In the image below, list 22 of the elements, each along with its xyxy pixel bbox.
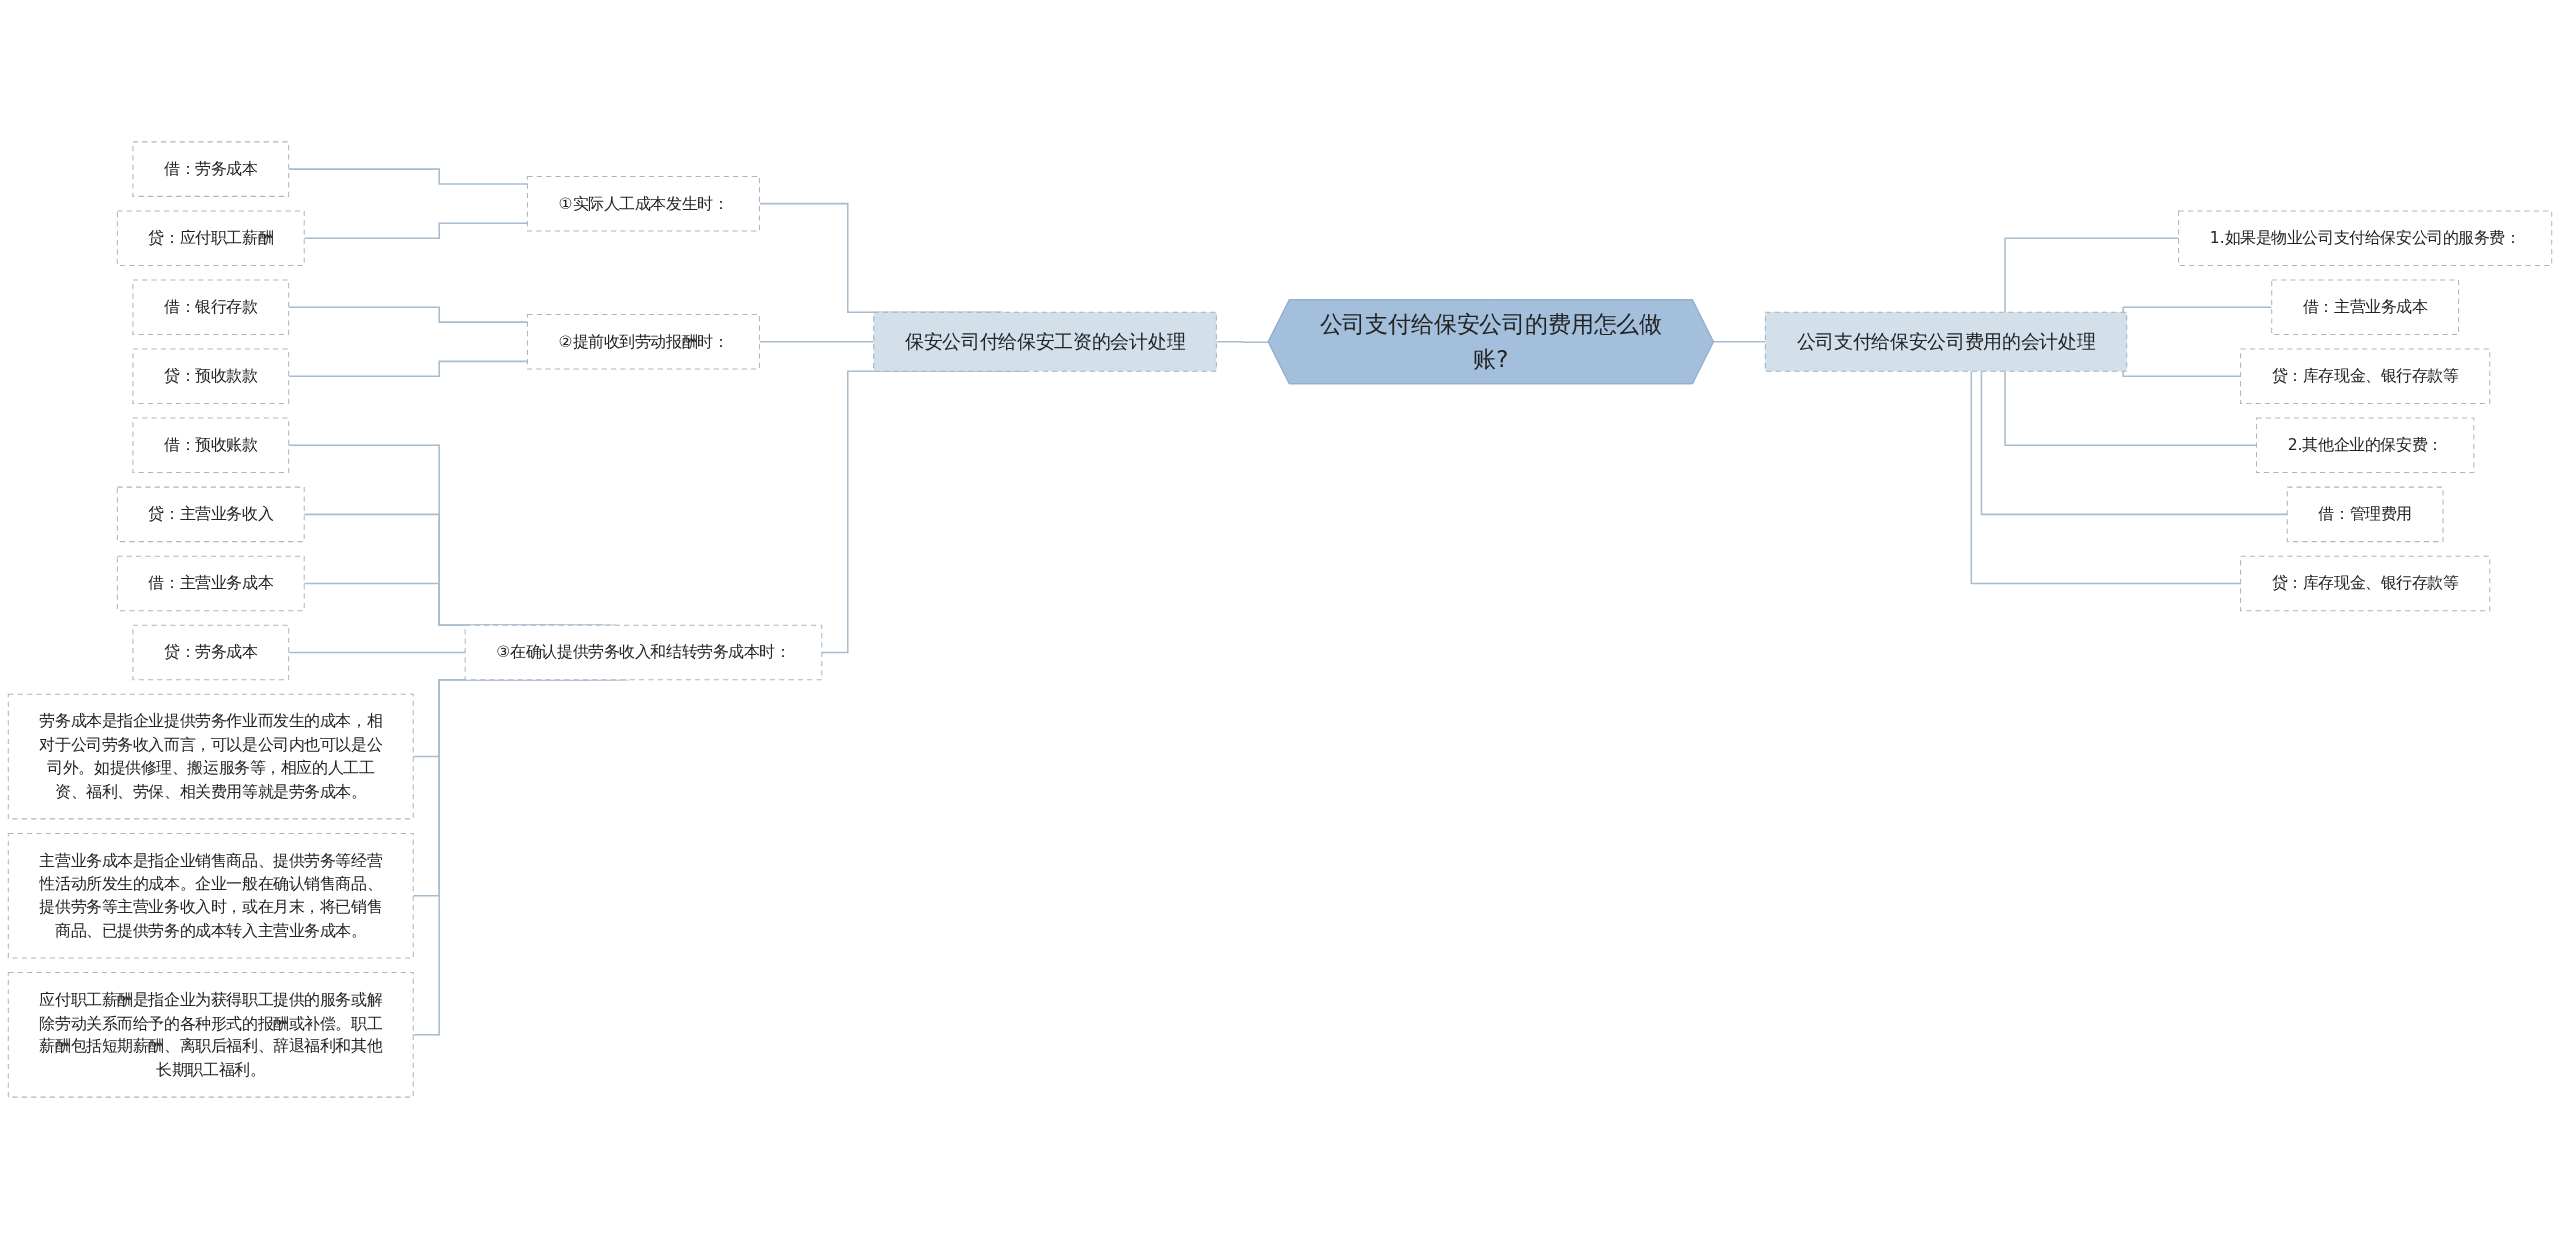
node-box: 借：主营业务成本 <box>2271 279 2460 335</box>
node-box: 贷：库存现金、银行存款等 <box>2240 555 2491 612</box>
node-box: 贷：应付职工薪酬 <box>116 210 305 266</box>
node-box: 借：管理费用 <box>2286 486 2444 543</box>
node-box: 借：主营业务成本 <box>116 555 305 612</box>
node-box: ②提前收到劳动报酬时： <box>526 313 760 370</box>
node-box: 1.如果是物业公司支付给保安公司的服务费： <box>2178 210 2553 266</box>
node-box: 保安公司付给保安工资的会计处理 <box>873 311 1217 372</box>
node-box: 借：预收账款 <box>132 417 290 474</box>
node-box: 主营业务成本是指企业销售商品、提供劳务等经营性活动所发生的成本。企业一般在确认销售商品、提供劳务等主营业务收入时，或在月末，将已销售商品、已提供劳务的成本转入主营业务成本。 <box>7 832 414 959</box>
node-box: 劳务成本是指企业提供劳务作业而发生的成本，相对于公司劳务收入而言，可以是公司内也可以是公司外。如提供修理、搬运服务等，相应的人工工资、福利、劳保、相关费用等就是劳务成本。 <box>7 693 414 820</box>
node-box: 借：银行存款 <box>132 279 290 335</box>
node-box: 贷：预收款款 <box>132 348 290 405</box>
node-box: 公司支付给保安公司费用的会计处理 <box>1764 311 2128 372</box>
node-box: 贷：劳务成本 <box>132 624 290 681</box>
node-box: ③在确认提供劳务收入和结转劳务成本时： <box>464 624 823 681</box>
node-box: 贷：主营业务收入 <box>116 486 305 543</box>
node-box: ①实际人工成本发生时： <box>526 175 760 232</box>
node-box: 贷：库存现金、银行存款等 <box>2240 348 2491 405</box>
node-box: 2.其他企业的保安费： <box>2255 417 2475 474</box>
node-box: 借：劳务成本 <box>132 141 290 197</box>
node-box: 应付职工薪酬是指企业为获得职工提供的服务或解除劳动关系而给予的各种形式的报酬或补偿。职工薪酬包括短期薪酬、离职后福利、辞退福利和其他长期职工福利。 <box>7 972 414 1098</box>
